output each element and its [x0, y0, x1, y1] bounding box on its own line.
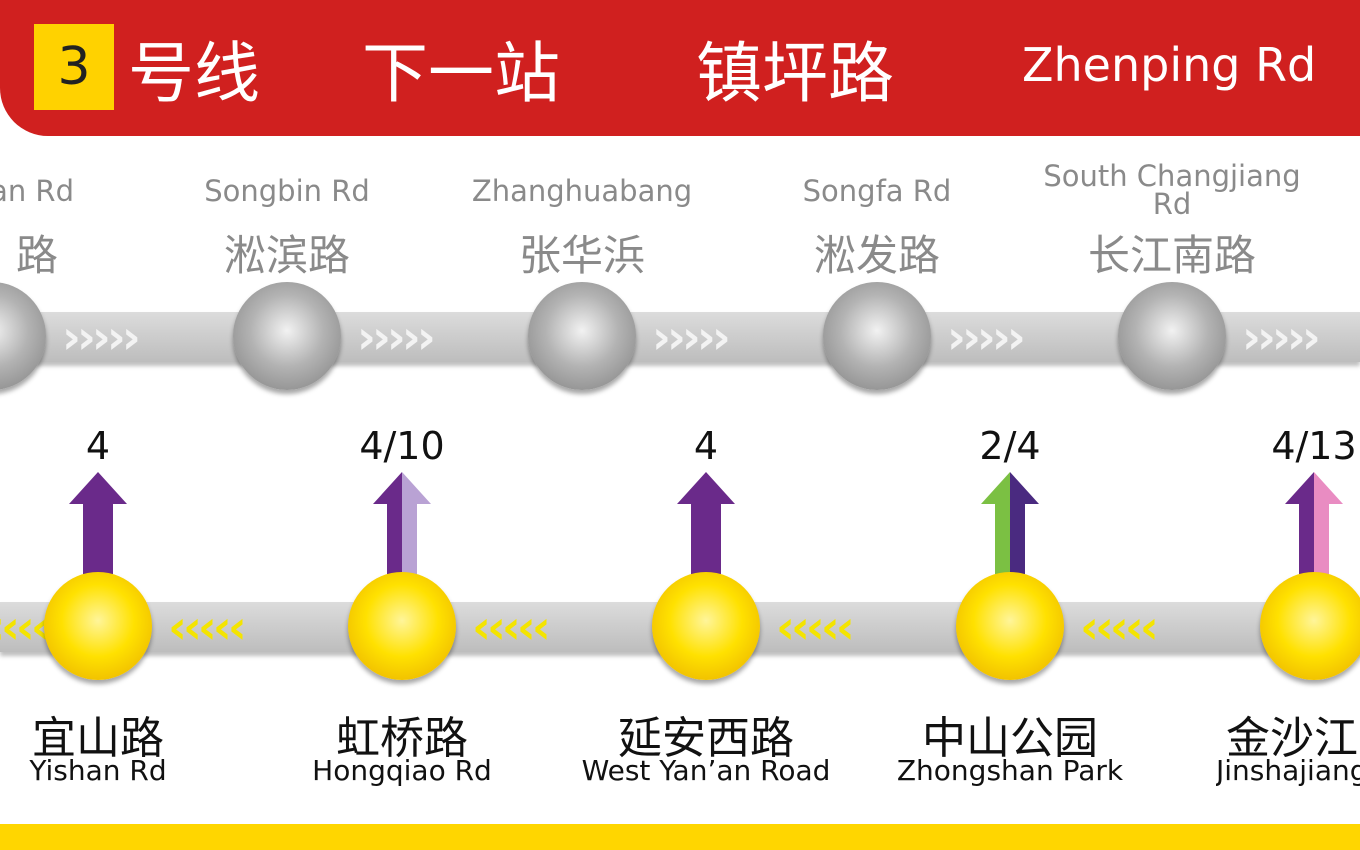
passed-station-en: West Yan’an Road [581, 754, 831, 787]
transfer-arrow-icon [1285, 472, 1343, 574]
passed-station-cn: 金沙江 [1226, 713, 1358, 764]
station-marker-passed [652, 572, 760, 680]
transfer-lines: 2/4 [979, 424, 1041, 468]
next-station-name-cn: 镇坪路 [696, 35, 894, 112]
upcoming-station-en: an Rd [0, 174, 74, 208]
station-marker-passed [44, 572, 152, 680]
direction-arrows: ‹‹‹‹‹ [776, 600, 855, 654]
upcoming-station-en: Songbin Rd [204, 174, 370, 208]
station-marker-passed [956, 572, 1064, 680]
direction-arrows: ››››› [652, 310, 731, 364]
line-number-badge: 3 [34, 24, 114, 110]
upcoming-station-cn: 淞发路 [813, 231, 940, 280]
direction-arrows: ‹‹‹‹‹ [472, 600, 551, 654]
upcoming-station-cn: 长江南路 [1087, 231, 1256, 280]
upcoming-station-en: Songfa Rd [802, 174, 952, 208]
transfer-arrow-icon [677, 472, 735, 574]
passed-station-en: Hongqiao Rd [312, 754, 492, 787]
line-label: 号线 [128, 35, 260, 112]
passed-station-cn: 中山公园 [922, 713, 1098, 764]
transfer-arrow-icon [69, 472, 127, 574]
direction-arrows: ››››› [357, 310, 436, 364]
upcoming-station-cn: 淞滨路 [223, 231, 350, 280]
transfer-lines: 4/10 [359, 424, 445, 468]
station-marker-upcoming [233, 282, 341, 390]
station-marker-passed [348, 572, 456, 680]
transfer-lines: 4/13 [1271, 424, 1357, 468]
station-marker-upcoming [823, 282, 931, 390]
upcoming-station-en: South Changjiang Rd [1043, 159, 1301, 221]
direction-arrows: ››››› [947, 310, 1026, 364]
passed-station-en: Yishan Rd [29, 754, 167, 787]
direction-arrows: ‹‹‹‹‹ [1080, 600, 1159, 654]
transfer-arrow-icon [373, 472, 431, 574]
station-marker-upcoming [528, 282, 636, 390]
station-marker-upcoming [0, 282, 46, 390]
upcoming-station-cn: 张华浜 [518, 231, 645, 280]
next-station-name-en: Zhenping Rd [1022, 38, 1317, 92]
direction-arrows: ››››› [62, 310, 141, 364]
upcoming-station-cn: 路 [15, 231, 58, 280]
transfer-lines: 4 [693, 424, 719, 468]
passed-station-en: Jinshajiang [1216, 754, 1360, 787]
passed-station-en: Zhongshan Park [896, 754, 1124, 787]
transfer-arrow-icon [981, 472, 1039, 574]
passed-station-cn: 虹桥路 [336, 713, 468, 764]
passed-station-cn: 延安西路 [618, 713, 794, 764]
station-marker-passed [1260, 572, 1360, 680]
upcoming-station-en: Zhanghuabang [471, 174, 693, 208]
transfer-lines: 4 [85, 424, 111, 468]
header-banner: 3 号线 下一站 镇坪路 Zhenping Rd [0, 0, 1360, 136]
direction-arrows: ‹‹‹‹‹ [168, 600, 247, 654]
next-station-label: 下一站 [362, 35, 560, 112]
station-marker-upcoming [1118, 282, 1226, 390]
passed-station-cn: 宜山路 [32, 713, 164, 764]
direction-arrows: ››››› [1242, 310, 1321, 364]
bottom-stripe [0, 824, 1360, 850]
